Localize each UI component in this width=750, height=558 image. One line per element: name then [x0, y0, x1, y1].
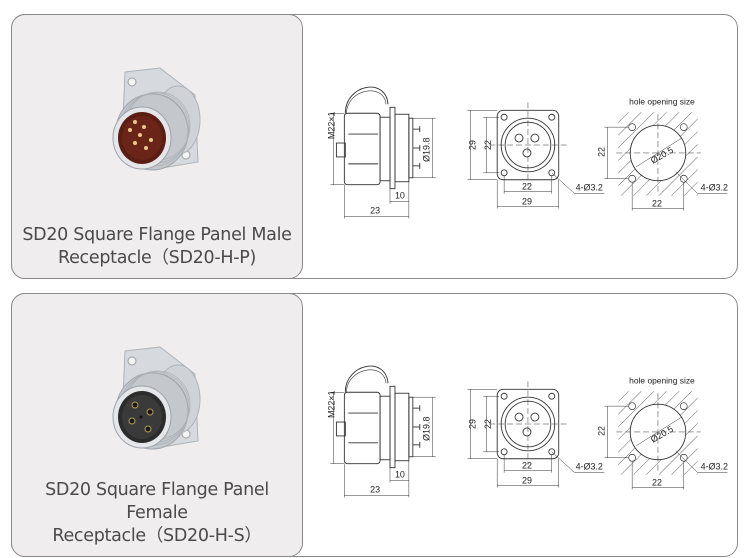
length-label: 23	[370, 205, 380, 215]
hole-view-title: hole opening size	[629, 96, 695, 106]
thread-label: M22×1	[326, 390, 336, 418]
product-photo-panel: SD20 Square Flange Panel Female Receptac…	[11, 293, 303, 557]
front-view	[467, 102, 605, 209]
male-connector-photo	[112, 67, 201, 171]
front-holes-label: 4-Ø3.2	[576, 183, 603, 193]
depth-label: 10	[395, 470, 405, 480]
front-height-inner: 22	[483, 140, 493, 150]
hole-width-label: 22	[652, 478, 662, 488]
hole-view	[604, 391, 728, 490]
hole-holes-label: 4-Ø3.2	[701, 183, 728, 193]
product-photo-panel: SD20 Square Flange Panel Male Receptacle…	[11, 14, 303, 279]
product-card-male: SD20 Square Flange Panel Male Receptacle…	[11, 14, 738, 279]
hole-width-label: 22	[652, 199, 662, 209]
technical-drawing: M22×1 Ø19.8 10 23	[326, 86, 728, 219]
length-label: 23	[370, 484, 380, 494]
depth-label: 10	[395, 191, 405, 201]
diameter-label: Ø19.8	[422, 417, 432, 441]
side-view	[330, 365, 436, 498]
hole-view	[604, 112, 728, 211]
caption-line-1: SD20 Square Flange Panel Female	[45, 480, 269, 523]
front-height-outer: 29	[467, 140, 477, 150]
thread-label: M22×1	[326, 111, 336, 139]
caption-line-2: Receptacle（SD20-H-S）	[52, 526, 262, 546]
hole-height-label: 22	[596, 426, 606, 436]
hole-view-title: hole opening size	[629, 375, 695, 385]
front-height-inner: 22	[483, 419, 493, 429]
product-card-female: SD20 Square Flange Panel Female Receptac…	[11, 293, 738, 557]
front-view	[467, 381, 605, 488]
technical-drawing: M22×1 Ø19.8 10 23 2	[326, 365, 728, 498]
front-width-inner: 22	[522, 461, 532, 471]
front-width-outer: 29	[522, 197, 532, 207]
side-view	[330, 86, 436, 219]
front-height-outer: 29	[467, 419, 477, 429]
female-connector-photo	[112, 346, 201, 450]
hole-height-label: 22	[596, 147, 606, 157]
front-width-inner: 22	[522, 182, 532, 192]
product-caption: SD20 Square Flange Panel Male Receptacle…	[12, 224, 302, 270]
front-holes-label: 4-Ø3.2	[576, 462, 603, 472]
hole-holes-label: 4-Ø3.2	[701, 462, 728, 472]
product-caption: SD20 Square Flange Panel Female Receptac…	[12, 479, 302, 548]
caption-line-1: SD20 Square Flange Panel Male	[22, 225, 292, 245]
caption-line-2: Receptacle（SD20-H-P)	[58, 248, 256, 268]
diameter-label: Ø19.8	[422, 138, 432, 162]
front-width-outer: 29	[522, 476, 532, 486]
